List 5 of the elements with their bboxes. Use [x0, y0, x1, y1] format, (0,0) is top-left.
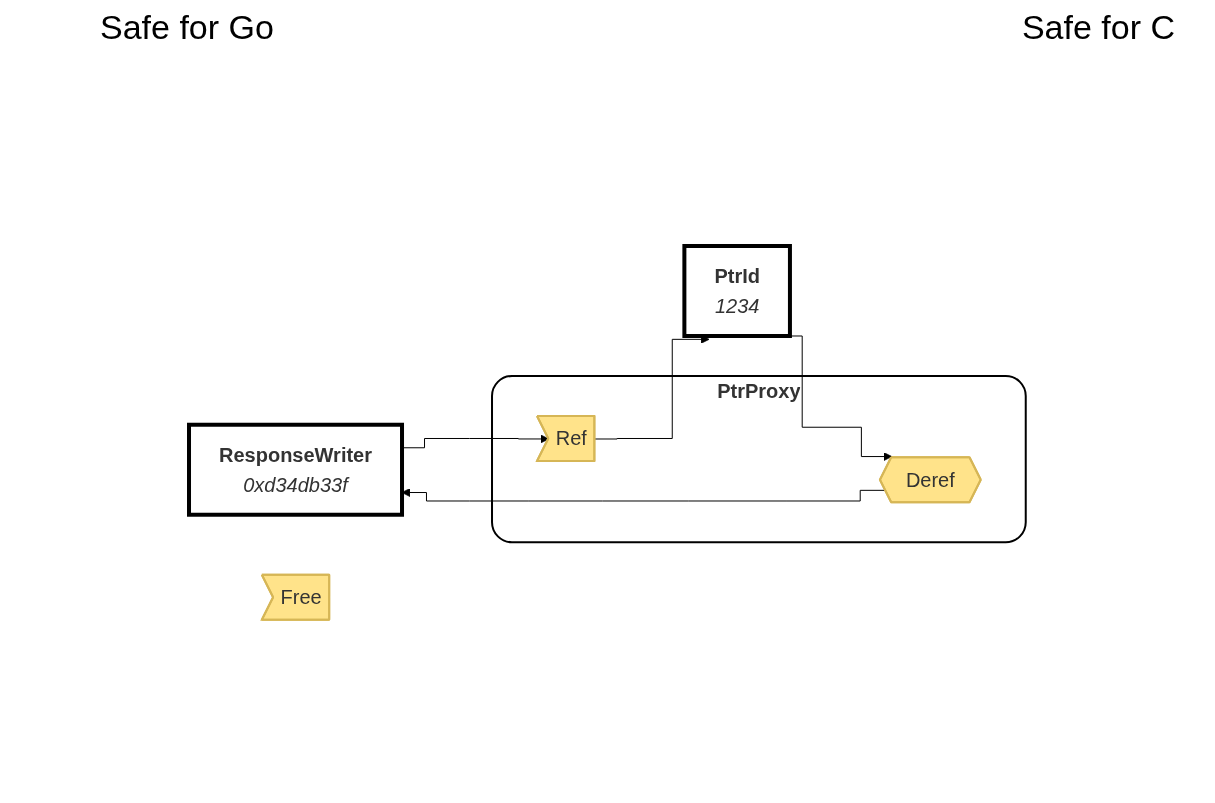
region-label: Safe for C [1021, 8, 1175, 48]
node-box: ResponseWriter 0xd34db33f [187, 422, 405, 517]
node-box: PtrId 1234 [682, 244, 793, 339]
region-label: Safe for Go [100, 8, 274, 48]
arrow [594, 335, 710, 440]
